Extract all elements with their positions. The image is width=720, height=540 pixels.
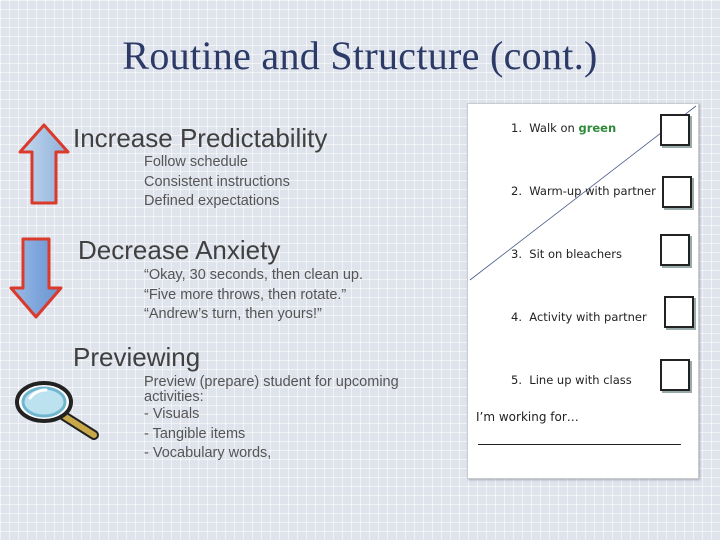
diagonal-line [469, 105, 697, 281]
slide-title: Routine and Structure (cont.) [122, 33, 598, 78]
checklist-step-4: 4. Activity with partner [511, 310, 647, 324]
down-arrow-icon [9, 237, 63, 319]
working-for-label: I’m working for… [476, 410, 579, 424]
checkbox-step-4[interactable] [664, 296, 694, 328]
list-item: “Five more throws, then rotate.” [144, 286, 347, 303]
list-item: “Andrew’s turn, then yours!” [144, 306, 322, 322]
list-item: - Vocabulary words, [144, 445, 272, 461]
list-item: activities: [144, 389, 204, 405]
magnifying-glass-icon [15, 381, 99, 440]
up-arrow-icon [18, 123, 70, 205]
checklist-step-5: 5. Line up with class [511, 373, 632, 387]
checkbox-step-3[interactable] [660, 234, 690, 266]
list-item: Defined expectations [144, 193, 280, 209]
checklist-step-1: 1. Walk on green [511, 121, 617, 135]
list-item: Follow schedule [144, 154, 248, 170]
list-item: - Visuals [144, 406, 200, 422]
checkbox-step-1[interactable] [660, 114, 690, 146]
list-item: Preview (prepare) student for upcoming [144, 374, 399, 390]
previewing-list: Preview (prepare) student for upcoming a… [144, 375, 399, 464]
decrease-anxiety-list: “Okay, 30 seconds, then clean up. “Five … [144, 266, 363, 325]
list-item: - Tangible items [144, 425, 246, 442]
checklist-step-3: 3. Sit on bleachers [511, 247, 622, 261]
checkbox-step-5[interactable] [660, 359, 690, 391]
increase-predictability-list: Follow schedule Consistent instructions … [144, 153, 290, 212]
working-for-blank-line [478, 444, 681, 445]
decrease-anxiety-heading: Decrease Anxiety [78, 235, 281, 265]
checklist-step-2: 2. Warm-up with partner [511, 184, 656, 198]
previewing-heading: Previewing [73, 342, 201, 372]
checkbox-step-2[interactable] [662, 176, 692, 208]
list-item: “Okay, 30 seconds, then clean up. [144, 267, 363, 283]
list-item: Consistent instructions [144, 173, 290, 190]
increase-predictability-heading: Increase Predictability [73, 123, 328, 153]
schedule-checklist-card: 1. Walk on green 2. Warm-up with partner… [467, 103, 699, 479]
